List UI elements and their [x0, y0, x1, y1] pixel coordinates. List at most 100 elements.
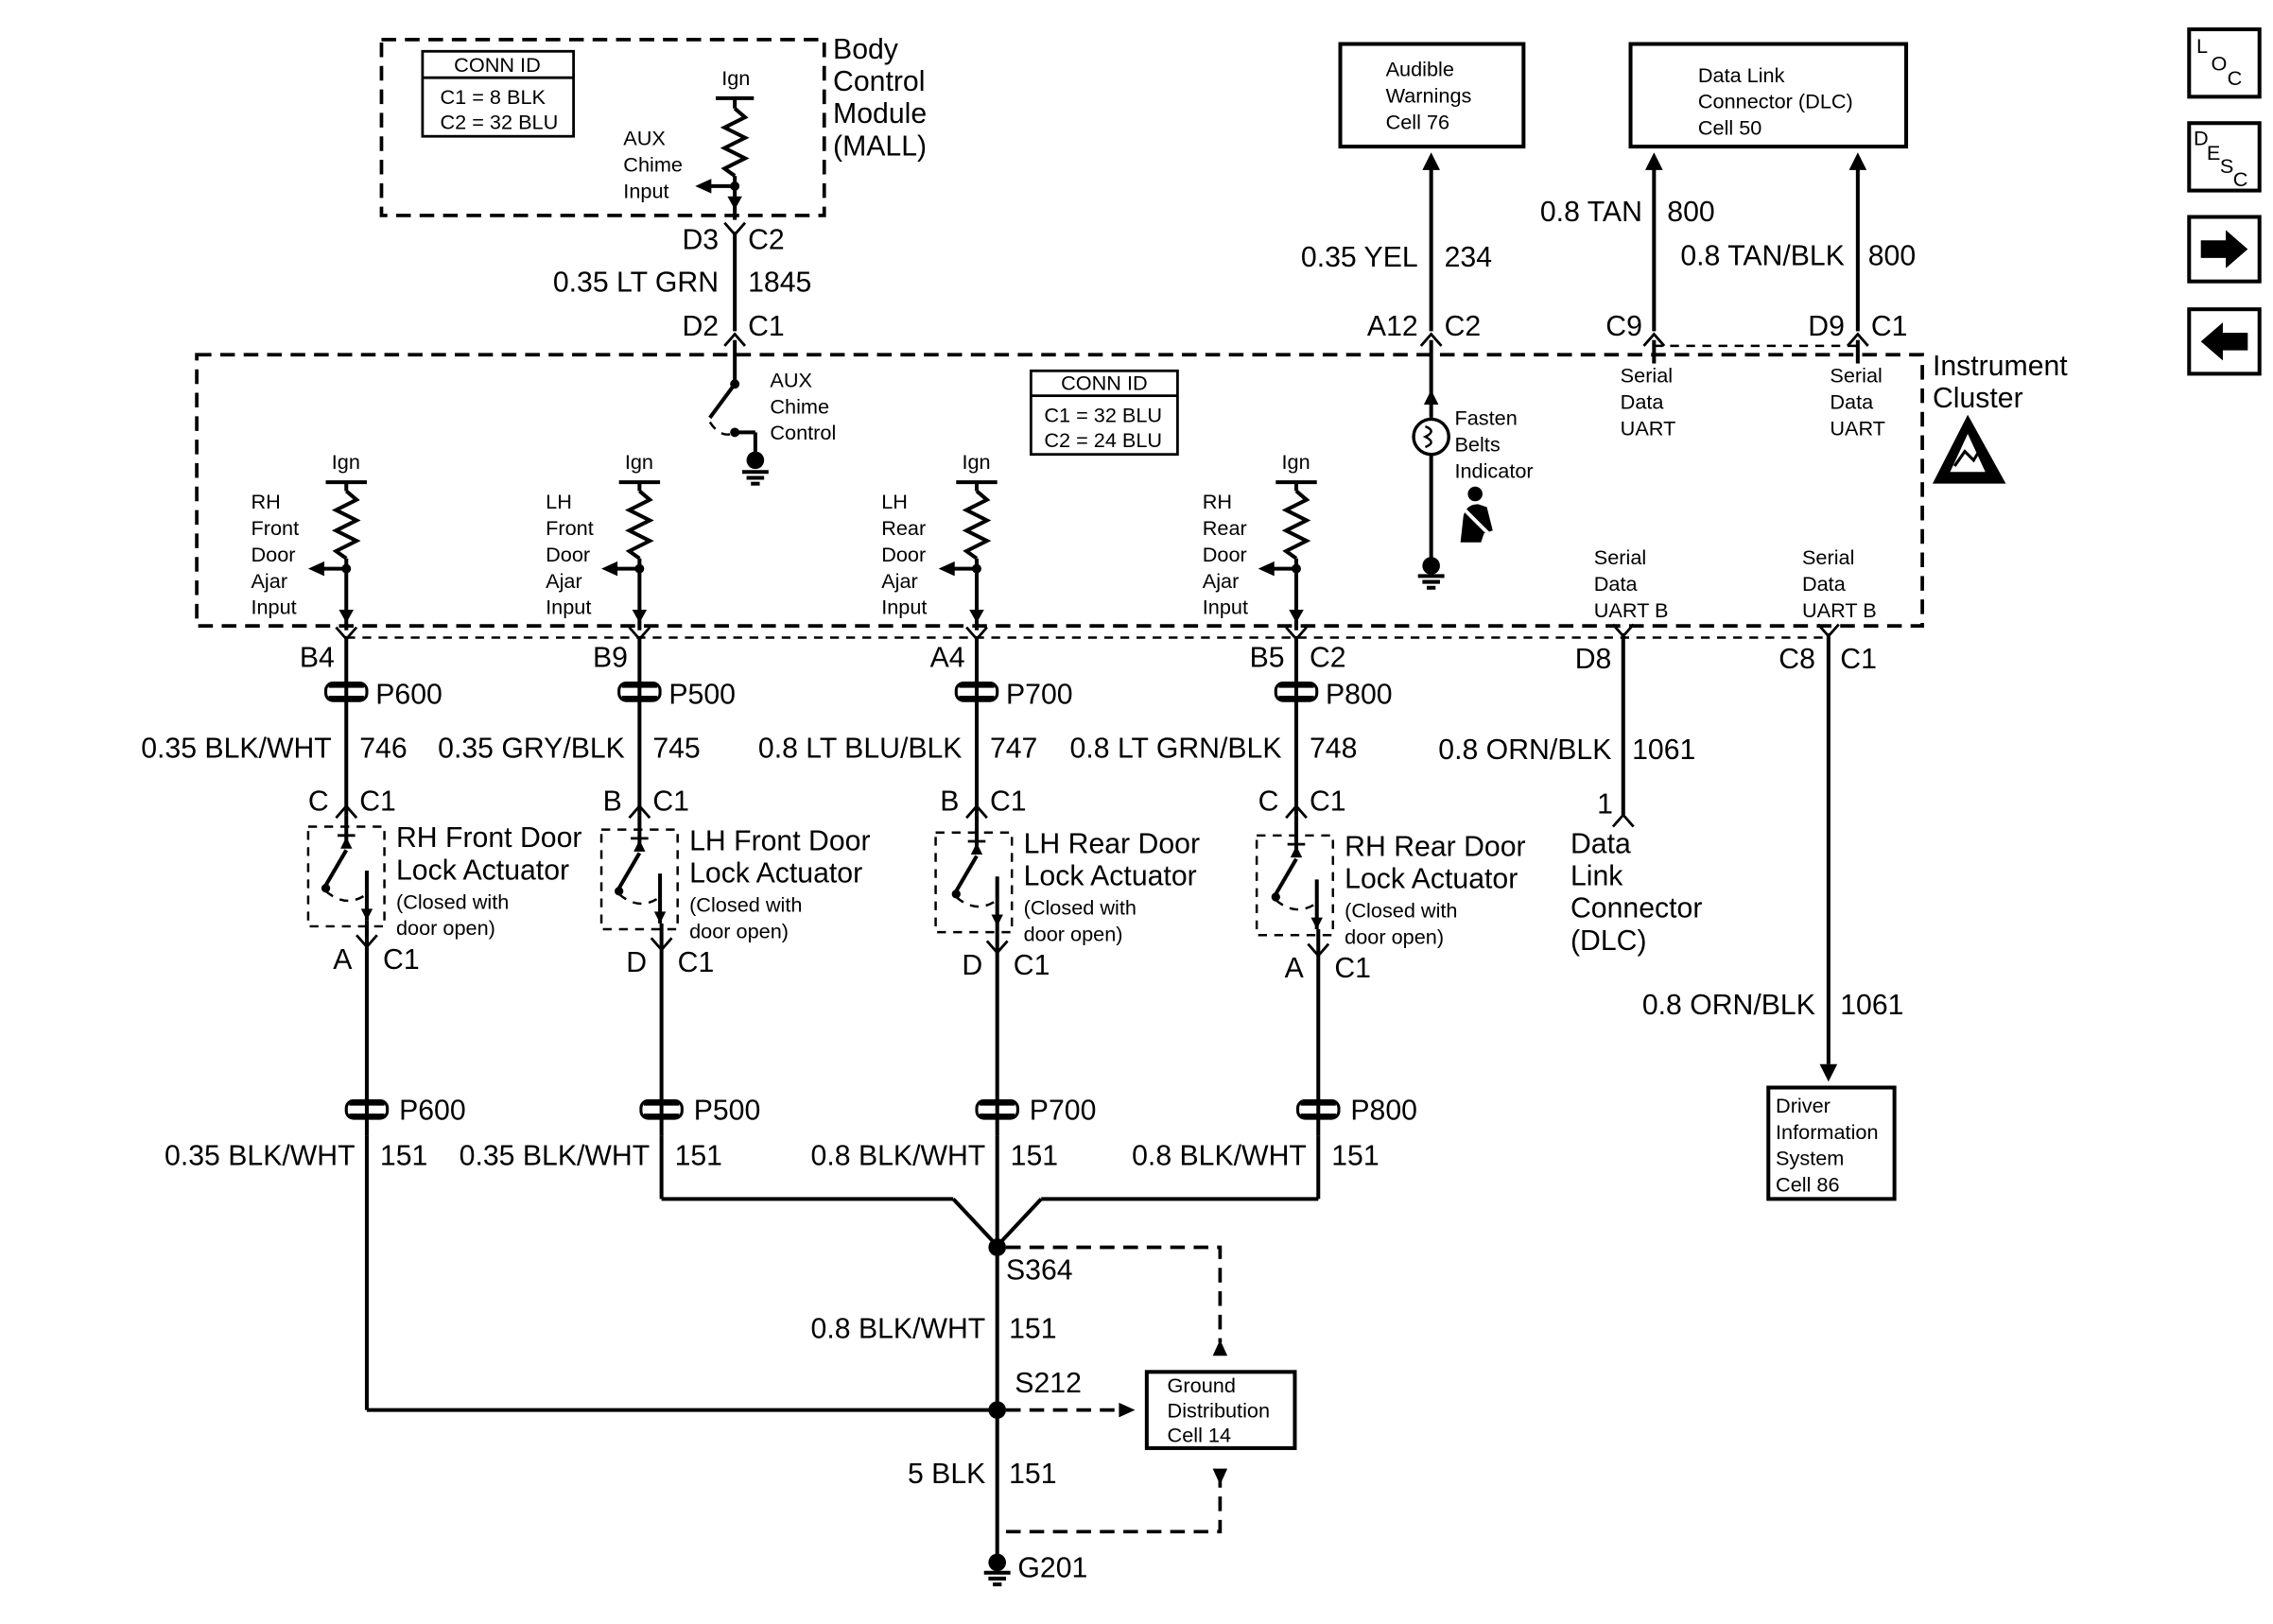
- door-input-label: LH: [881, 490, 908, 513]
- dlc-lower-pin-num: 1: [1597, 789, 1613, 821]
- ground-wire-gauge: 0.8 BLK/WHT: [811, 1141, 986, 1172]
- bcm-bot-pin: D2: [682, 311, 719, 342]
- bcm-title-4: (MALL): [833, 130, 927, 162]
- serial-uart-left-3: UART: [1621, 417, 1676, 441]
- s364-label: S364: [1006, 1255, 1073, 1287]
- fasten-line-3: Indicator: [1454, 458, 1533, 482]
- loc-letter-o: O: [2212, 51, 2228, 75]
- dlc-top-line-1: Data Link: [1698, 63, 1785, 87]
- dis-line-4: Cell 86: [1776, 1173, 1840, 1197]
- dlc-right-circuit: 800: [1868, 241, 1916, 272]
- actuator-label: RH Rear Door: [1345, 832, 1525, 863]
- audible-wire-circuit: 234: [1445, 242, 1492, 273]
- desc-letter-s: S: [2220, 154, 2233, 178]
- door-input-label: Ajar: [251, 569, 287, 593]
- switch-top-conn: C1: [1310, 786, 1346, 817]
- ground-wire-circuit: 151: [380, 1141, 427, 1172]
- ground-mid-circuit: 151: [1009, 1314, 1056, 1345]
- desc-letter-c: C: [2233, 167, 2248, 191]
- door-wire-gauge: 0.35 BLK/WHT: [141, 734, 332, 765]
- serial-uart-right-1: Serial: [1830, 364, 1882, 388]
- actuator-label: Lock Actuator: [689, 857, 862, 889]
- switch-top-pin: C: [308, 786, 329, 817]
- serial-uart-b-left-2: Data: [1594, 572, 1639, 596]
- serial-uart-b-right-1: Serial: [1802, 545, 1854, 569]
- door-input-label: LH: [546, 490, 572, 513]
- dlc-left-gauge: 0.8 TAN: [1540, 197, 1642, 228]
- switch-bottom-conn: C1: [1014, 950, 1050, 981]
- cluster-conn-id-header: CONN ID: [1061, 371, 1148, 394]
- serial-uart-right-2: Data: [1830, 390, 1874, 414]
- door-input-label: Ajar: [881, 569, 918, 593]
- back-arrow-icon: [2200, 322, 2248, 361]
- audible-line-1: Audible: [1386, 58, 1454, 81]
- next-page-button[interactable]: [2187, 215, 2262, 284]
- audible-line-2: Warnings: [1386, 84, 1472, 108]
- dlc-right-gauge: 0.8 TAN/BLK: [1680, 241, 1845, 272]
- actuator-note: door open): [1345, 925, 1444, 949]
- door-wire-gauge: 0.8 LT BLU/BLK: [758, 734, 963, 765]
- serial-uart-b-right-3: UART B: [1802, 598, 1877, 622]
- forward-arrow-icon: [2200, 230, 2248, 268]
- switch-top-pin: C: [1258, 786, 1279, 817]
- fasten-line-1: Fasten: [1454, 406, 1517, 430]
- seatbelt-icon: [1460, 486, 1493, 543]
- serial-uart-b-left-3: UART B: [1594, 598, 1669, 622]
- door-conn: C2: [1310, 642, 1346, 673]
- ground-distribution-box: [1144, 1370, 1297, 1450]
- switch-bottom-conn: C1: [678, 947, 715, 978]
- ground-wire-gauge: 0.35 BLK/WHT: [165, 1141, 356, 1172]
- switch-bottom-pin: A: [1285, 953, 1305, 984]
- dlc-lower-line-1: Data: [1570, 828, 1631, 859]
- switch-bottom-conn: C1: [1334, 953, 1371, 984]
- door-wire-circuit: 748: [1310, 734, 1357, 765]
- door-ign-label: Ign: [625, 450, 653, 474]
- bcm-conn-id-header: CONN ID: [454, 53, 541, 77]
- dlc-left-circuit: 800: [1667, 197, 1714, 228]
- audible-conn: C2: [1445, 311, 1482, 342]
- switch-top-pin: B: [940, 786, 959, 817]
- bcm-top-conn: C2: [748, 225, 785, 256]
- inline-connector-upper: P500: [668, 679, 736, 710]
- ground-dist-line-2: Distribution: [1168, 1398, 1270, 1422]
- bcm-aux-input-3: Input: [623, 179, 668, 202]
- audible-pin: A12: [1367, 311, 1418, 342]
- previous-page-button[interactable]: [2187, 307, 2262, 376]
- aux-chime-line-2: Chime: [770, 394, 829, 418]
- switch-top-conn: C1: [652, 786, 689, 817]
- dlc-lower-line-3: Connector: [1570, 893, 1702, 924]
- serial-uart-left-1: Serial: [1621, 364, 1673, 388]
- cluster-conn-id-c2: C2 = 24 BLU: [1044, 428, 1162, 452]
- inline-connector-upper: P700: [1006, 679, 1073, 710]
- bcm-cluster-wire: D3 C2 0.35 LT GRN 1845 D2 C1: [553, 221, 811, 364]
- ground-dist-line-1: Ground: [1168, 1373, 1236, 1397]
- ground-wire-circuit: 151: [1331, 1141, 1379, 1172]
- dlc-top-line-2: Connector (DLC): [1698, 90, 1853, 113]
- ground-mid-gauge: 0.8 BLK/WHT: [811, 1314, 986, 1345]
- location-view-button[interactable]: L O C: [2187, 26, 2262, 99]
- actuator-note: door open): [396, 916, 495, 940]
- data-link-connector-lower: D8 0.8 ORN/BLK 1061 1 Data Link Connecto…: [1438, 623, 1702, 957]
- description-view-button[interactable]: D E S C: [2187, 121, 2262, 193]
- door-input-label: Rear: [881, 516, 926, 540]
- inline-connector-upper: P800: [1326, 679, 1393, 710]
- aux-chime-line-3: Control: [770, 421, 836, 444]
- bcm-wire-circuit: 1845: [748, 268, 811, 299]
- bcm-aux-input-2: Chime: [623, 152, 683, 176]
- door-input-label: Front: [546, 516, 594, 540]
- body-control-module: CONN ID C1 = 8 BLK C2 = 32 BLU Body Cont…: [379, 34, 927, 220]
- switch-bottom-pin: D: [626, 947, 647, 978]
- actuator-label: Lock Actuator: [1345, 864, 1518, 895]
- dis-line-3: System: [1776, 1147, 1844, 1170]
- bcm-top-pin: D3: [682, 225, 719, 256]
- bcm-bot-conn: C1: [748, 311, 785, 342]
- dlc-top-line-3: Cell 50: [1698, 116, 1762, 140]
- ground-wire-circuit: 151: [1011, 1141, 1058, 1172]
- dlc-lower-gauge: 0.8 ORN/BLK: [1438, 734, 1611, 766]
- door-input-label: RH: [1203, 490, 1232, 513]
- dlc-right-conn: C1: [1871, 311, 1908, 342]
- g201-label: G201: [1017, 1552, 1087, 1583]
